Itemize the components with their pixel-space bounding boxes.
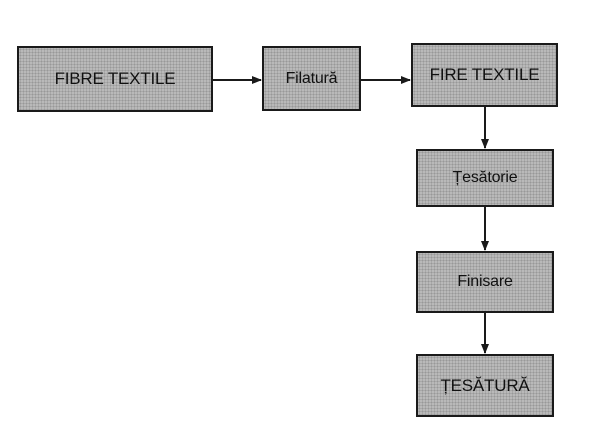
node-tesatura: ȚESĂTURĂ [416,354,554,417]
node-label: Finisare [457,273,513,290]
node-label: Țesătorie [452,169,518,186]
node-tesatorie: Țesătorie [416,149,554,207]
node-filatura: Filatură [262,46,361,111]
node-finisare: Finisare [416,251,554,313]
node-fire-textile: FIRE TEXTILE [411,43,558,107]
node-label: Filatură [285,69,338,87]
node-label: ȚESĂTURĂ [440,375,530,395]
node-label: FIRE TEXTILE [429,65,540,84]
node-label: FIBRE TEXTILE [54,69,176,88]
node-fibre-textile: FIBRE TEXTILE [17,46,213,112]
